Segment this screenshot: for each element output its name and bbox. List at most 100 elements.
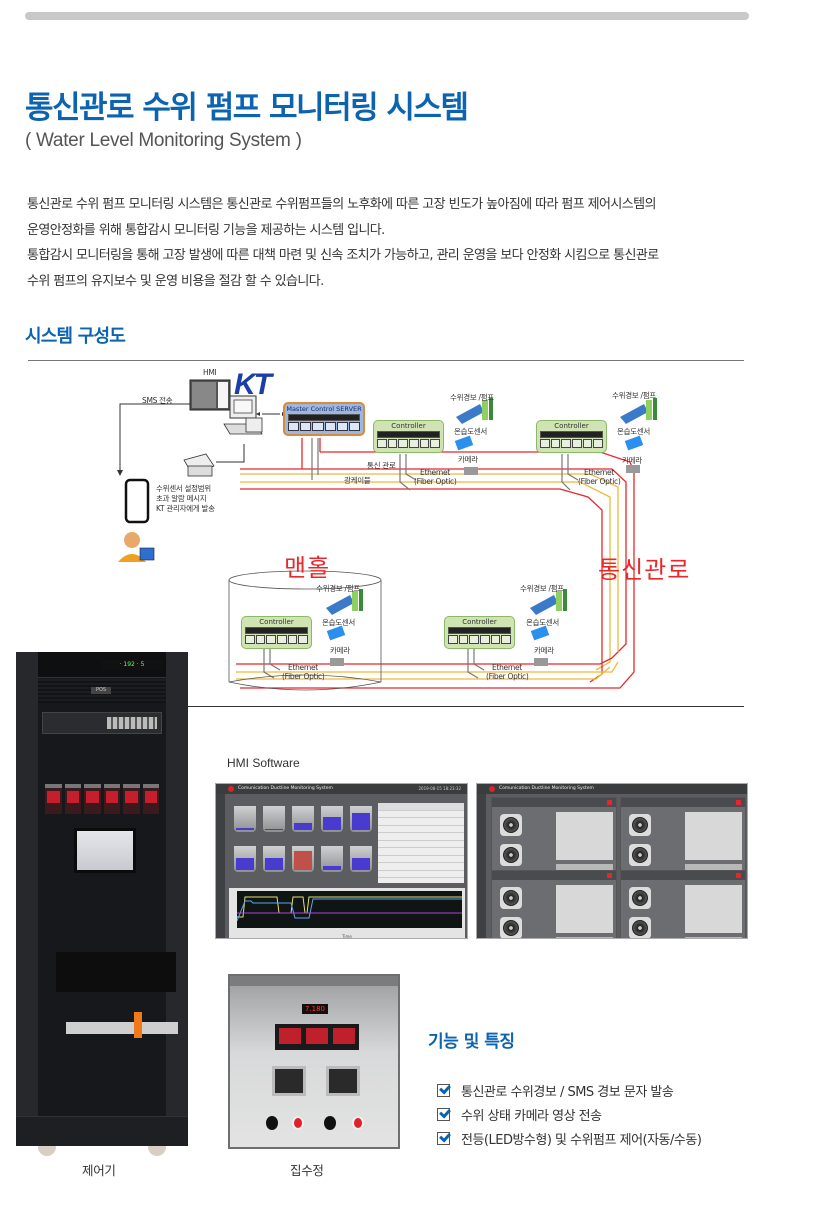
feature-text: 통신관로 수위경보 / SMS 경보 문자 발송: [461, 1084, 674, 1100]
camera-label: 카메라: [330, 646, 350, 655]
conduit-label: 통신관로: [598, 556, 691, 584]
field-devices-1: [454, 398, 493, 475]
intro-line: 운영안정화를 위해 통합감시 모니터링 기능을 제공하는 시스템 입니다.: [27, 222, 385, 238]
field-devices-3: [326, 589, 363, 666]
intro-line: 통합감시 모니터링을 통해 고장 발생에 따른 대책 마련 및 신속 조치가 가…: [27, 248, 659, 263]
fiber-label: (Fiber Optic): [578, 477, 621, 486]
alert-line: 초과 알람 메시지: [156, 494, 207, 503]
controller-3: Controller: [241, 616, 312, 649]
diagram-lines: [117, 379, 657, 691]
controller-label: Controller: [259, 618, 294, 626]
selector-switch: [324, 1116, 336, 1130]
fan-icon: [500, 887, 522, 909]
page-subtitle: ( Water Level Monitoring System ): [25, 130, 302, 151]
tank-icon: [350, 806, 372, 832]
fan-card: [491, 797, 617, 878]
intro-line: 수위 펌프의 유지보수 및 운영 비용을 절감 할 수 있습니다.: [27, 273, 324, 289]
duct-yellow-1: [240, 473, 619, 652]
hmi-label: HMI: [203, 368, 217, 377]
controller-label: Controller: [391, 422, 426, 430]
hmi-software-label: HMI Software: [227, 756, 300, 770]
feature-text: 수위 상태 카메라 영상 전송: [461, 1108, 602, 1124]
page-title: 통신관로 수위 펌프 모니터링 시스템: [25, 90, 469, 126]
level-trend-chart: Time: [229, 888, 465, 939]
master-control-server: Master Control SERVER: [283, 402, 365, 436]
pump-gauge: [272, 1066, 306, 1096]
fan-card: [491, 870, 617, 938]
system-diagram: KT HMI SMS 전송 수위센서 설정범위 초과 알람 메시지 KT 관리자…: [0, 362, 820, 707]
rack-lcd: · 192 · 5: [102, 660, 162, 670]
alert-line: 수위센서 설정범위: [156, 484, 211, 493]
feature-item: 전등(LED방수형) 및 수위펌프 제어(자동/수동): [437, 1126, 702, 1150]
phone-icon: [124, 478, 150, 524]
fan-icon: [629, 814, 651, 836]
tank-icon: [292, 846, 314, 872]
camera-label: 카메라: [622, 456, 642, 465]
field-devices-2: [620, 398, 657, 473]
sump-panel-photo: 7.180: [228, 974, 400, 1149]
tank-water-level: [352, 858, 370, 870]
pump-label: 수위경보 /펌프: [316, 584, 360, 593]
fan-icon: [629, 917, 651, 938]
tank-water-level: [265, 858, 283, 870]
camera-label: 카메라: [458, 455, 478, 464]
chart-axis-label: Time: [342, 934, 352, 939]
tank-icon: [321, 846, 343, 872]
hmi-screen-fans: Comunication Ductline Monitoring System: [476, 783, 748, 939]
hmi-screen-tanks: Comunication Ductline Monitoring System …: [215, 783, 468, 939]
hmi-screen-title: Comunication Ductline Monitoring System: [499, 786, 594, 791]
controller-4: Controller: [444, 616, 515, 649]
divider: [28, 360, 744, 361]
stop-button: [292, 1116, 304, 1130]
printer-line: [216, 444, 245, 463]
duct-yellow-2: [240, 481, 611, 671]
intro-line: 통신관로 수위 펌프 모니터링 시스템은 통신관로 수위펌프들의 노후화에 따른…: [27, 197, 656, 212]
trend-yellow: [237, 896, 462, 918]
divider: [188, 706, 744, 707]
server-label: Master Control SERVER: [286, 405, 362, 413]
tank-water-level: [265, 829, 283, 830]
pump-gauge: [326, 1066, 360, 1096]
rack-panel-label: POS: [91, 687, 111, 694]
tank-icon: [263, 846, 285, 872]
kt-logo: KT: [234, 368, 272, 401]
level-meters: [42, 784, 162, 814]
tank-water-level: [236, 828, 254, 830]
cable-label: 광케이블: [344, 476, 371, 485]
controller-label: Controller: [554, 422, 589, 430]
fiber-label: (Fiber Optic): [282, 672, 325, 681]
top-scroll-bar: [25, 12, 749, 20]
admin-person-icon: [124, 532, 140, 548]
ethernet-label: Ethernet: [492, 663, 522, 672]
touch-screen: [74, 828, 136, 873]
tank-water-level: [323, 866, 341, 870]
controller-rack-photo: · 192 · 5 POS: [16, 652, 188, 1156]
ethernet-label: Ethernet: [288, 663, 318, 672]
tank-water-level: [352, 813, 370, 830]
level-indicators: [275, 1024, 359, 1050]
sensor-label: 온습도센서: [617, 427, 650, 436]
controller-label: Controller: [462, 618, 497, 626]
pump-label: 수위경보 /펌프: [612, 391, 656, 400]
controller-caption: 제어기: [82, 1163, 116, 1178]
selector-switch: [266, 1116, 278, 1130]
fan-icon: [500, 917, 522, 938]
duct-yellow-b2: [236, 666, 611, 680]
feature-item: 수위 상태 카메라 영상 전송: [437, 1102, 701, 1126]
sump-caption: 집수정: [290, 1163, 324, 1178]
sump-display: 7.180: [302, 1004, 328, 1014]
field-devices-4: [530, 589, 567, 666]
sensor-label: 온습도센서: [454, 427, 487, 436]
section-title-system: 시스템 구성도: [25, 326, 126, 347]
tank-icon: [292, 806, 314, 832]
feature-text: 전등(LED방수형) 및 수위펌프 제어(자동/수동): [461, 1132, 702, 1148]
status-table: [378, 803, 464, 883]
tank-water-level: [294, 851, 312, 870]
fan-icon: [629, 887, 651, 909]
tank-icon: [321, 806, 343, 832]
tank-water-level: [236, 858, 254, 870]
checkbox-checked-icon: [437, 1107, 450, 1121]
features-title: 기능 및 특징: [428, 1032, 515, 1052]
trend-lines: [237, 896, 462, 922]
hmi-timestamp: 2019-08-15 18:23:32: [418, 786, 461, 791]
